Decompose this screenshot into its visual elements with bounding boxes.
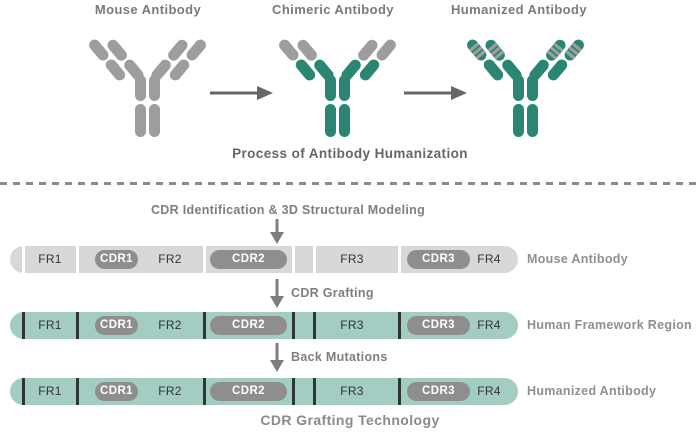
segment-cdr1: CDR1 [95,316,138,335]
segment-divider [22,378,25,405]
segment-fr3: FR3 [340,384,364,398]
bar-label-human-framework: Human Framework Region [527,318,692,332]
segment-cdr3: CDR3 [407,316,470,335]
segment-fr3: FR3 [340,318,364,332]
step-label-cdr-grafting: CDR Grafting [291,286,374,300]
segment-divider [22,312,25,339]
segment-divider [398,246,401,273]
segment-cdr2: CDR2 [210,316,287,335]
antibody-left-arm [89,39,144,81]
step-label-cdr-identification: CDR Identification & 3D Structural Model… [150,203,426,217]
segment-divider [292,378,295,405]
antibody-left-arm [279,39,334,81]
segment-divider [313,312,316,339]
segment-divider [398,378,401,405]
segment-divider [313,378,316,405]
segment-cdr2: CDR2 [210,382,287,401]
bar-label-humanized-antibody: Humanized Antibody [527,384,657,398]
segment-cdr3: CDR3 [407,382,470,401]
segment-fr3: FR3 [340,252,364,266]
dashed-separator [0,182,700,185]
segment-divider [292,312,295,339]
technology-caption: CDR Grafting Technology [260,412,440,428]
bar-label-mouse-antibody: Mouse Antibody [527,252,628,266]
segment-divider [292,246,295,273]
antibody-stem [325,75,350,137]
segment-divider [76,312,79,339]
antibody-right-arm [151,39,206,81]
segment-fr4: FR4 [477,384,501,398]
step-label-back-mutations: Back Mutations [291,350,388,364]
segment-divider [203,312,206,339]
segment-cdr3: CDR3 [407,250,470,269]
segment-divider [22,246,25,273]
segment-divider [76,378,79,405]
segment-divider [313,246,316,273]
antibody-right-arm [341,39,396,81]
antibody-right-arm [529,39,584,81]
segment-cdr1: CDR1 [95,382,138,401]
arrow-down-icon [270,343,284,372]
segment-fr4: FR4 [477,252,501,266]
arrow-down-icon [270,279,284,308]
sequence-bar-humanized: FR1 CDR1 FR2 CDR2 FR3 CDR3 FR4 [10,378,518,405]
stage-label-chimeric-antibody: Chimeric Antibody [272,2,394,17]
mouse-antibody-icon [89,39,206,137]
segment-fr2: FR2 [158,252,182,266]
arrow-right-icon [404,86,467,100]
stage-label-humanized-antibody: Humanized Antibody [451,2,587,17]
segment-fr1: FR1 [38,252,62,266]
arrow-down-icon [270,219,284,244]
stage-label-mouse-antibody: Mouse Antibody [94,2,202,17]
antibody-stem [135,75,160,137]
segment-fr2: FR2 [158,318,182,332]
sequence-bar-human-framework: FR1 CDR1 FR2 CDR2 FR3 CDR3 FR4 [10,312,518,339]
process-caption: Process of Antibody Humanization [232,146,468,161]
segment-divider [76,246,79,273]
segment-cdr2: CDR2 [210,250,287,269]
sequence-bar-mouse: FR1 CDR1 FR2 CDR2 FR3 CDR3 FR4 [10,246,518,273]
humanized-antibody-icon [467,39,584,137]
segment-divider [203,378,206,405]
segment-divider [398,312,401,339]
chimeric-antibody-icon [279,39,396,137]
antibody-stem [513,75,538,137]
antibody-left-arm [467,39,522,81]
segment-fr1: FR1 [38,318,62,332]
segment-fr4: FR4 [477,318,501,332]
segment-fr1: FR1 [38,384,62,398]
segment-divider [203,246,206,273]
arrow-right-icon [210,86,273,100]
segment-fr2: FR2 [158,384,182,398]
segment-cdr1: CDR1 [95,250,138,269]
